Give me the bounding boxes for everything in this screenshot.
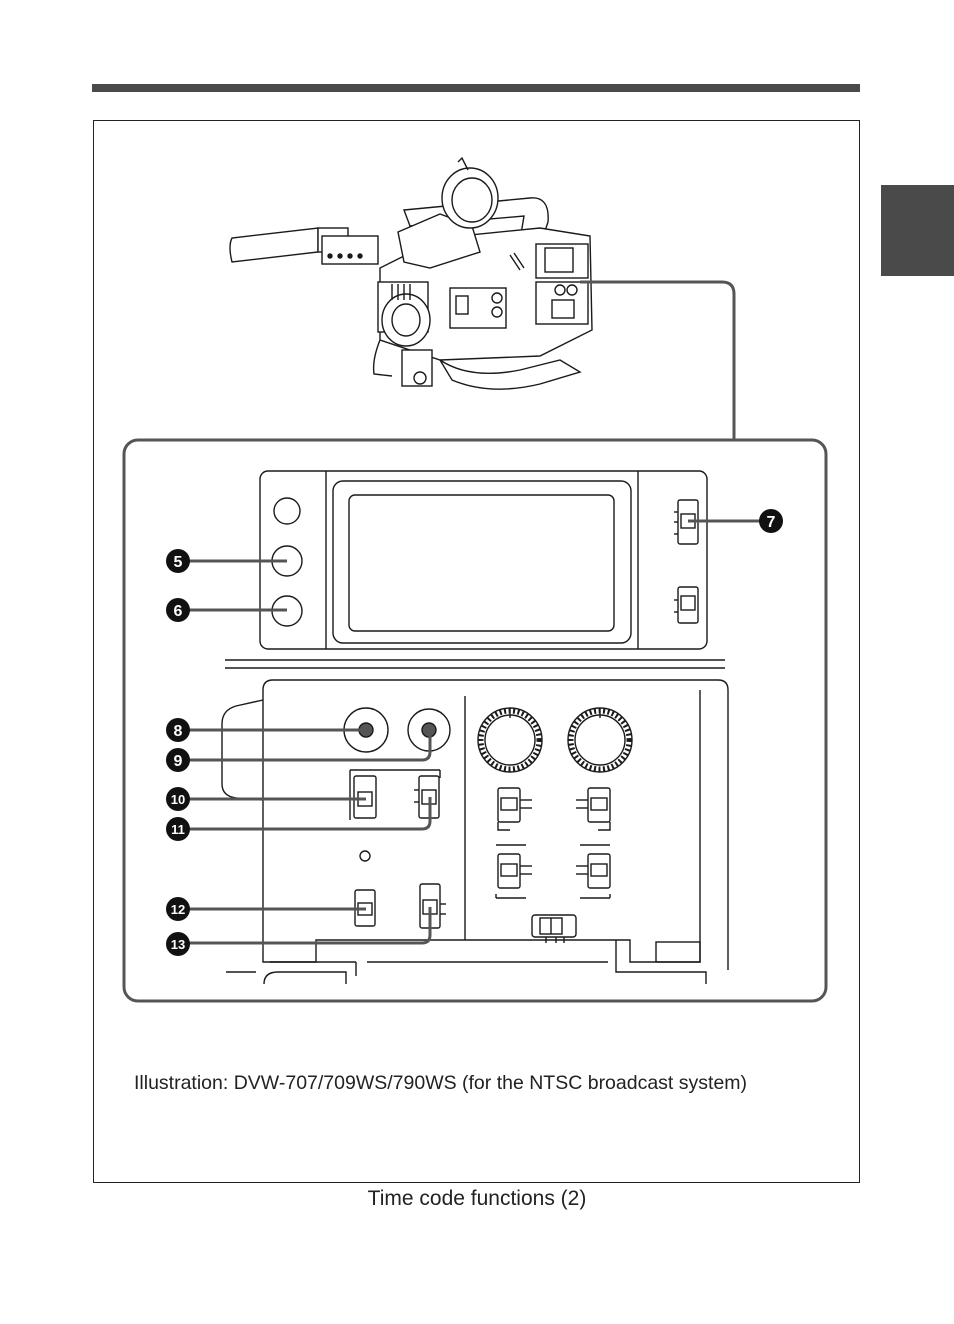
svg-text:8: 8 (174, 723, 183, 740)
callout-12: 12 (166, 897, 190, 921)
section-tab (881, 185, 954, 276)
callout-6: 6 (166, 598, 190, 622)
svg-text:13: 13 (171, 937, 185, 952)
svg-text:9: 9 (174, 753, 183, 770)
figure-frame (93, 120, 860, 1183)
callout-9: 9 (166, 748, 190, 772)
figure-caption: Illustration: DVW-707/709WS/790WS (for t… (134, 1072, 748, 1094)
svg-text:10: 10 (171, 792, 185, 807)
svg-text:7: 7 (767, 514, 776, 531)
camcorder-drawing (229, 156, 593, 390)
connector-line (580, 280, 736, 440)
svg-text:11: 11 (171, 822, 185, 837)
figure-title: Time code functions (2) (367, 1187, 587, 1210)
detail-panel-outline (122, 438, 828, 1003)
callout-11: 11 (166, 817, 190, 841)
control-panel-lower (221, 679, 729, 985)
callout-7: 7 (759, 509, 783, 533)
callout-13: 13 (166, 932, 190, 956)
callout-leaders (186, 519, 770, 945)
svg-text:12: 12 (171, 902, 185, 917)
svg-text:5: 5 (174, 554, 183, 571)
control-panel-upper (259, 470, 708, 650)
callout-8: 8 (166, 718, 190, 742)
callout-5: 5 (166, 549, 190, 573)
header-rule (92, 84, 860, 92)
callout-10: 10 (166, 787, 190, 811)
svg-text:6: 6 (174, 603, 183, 620)
